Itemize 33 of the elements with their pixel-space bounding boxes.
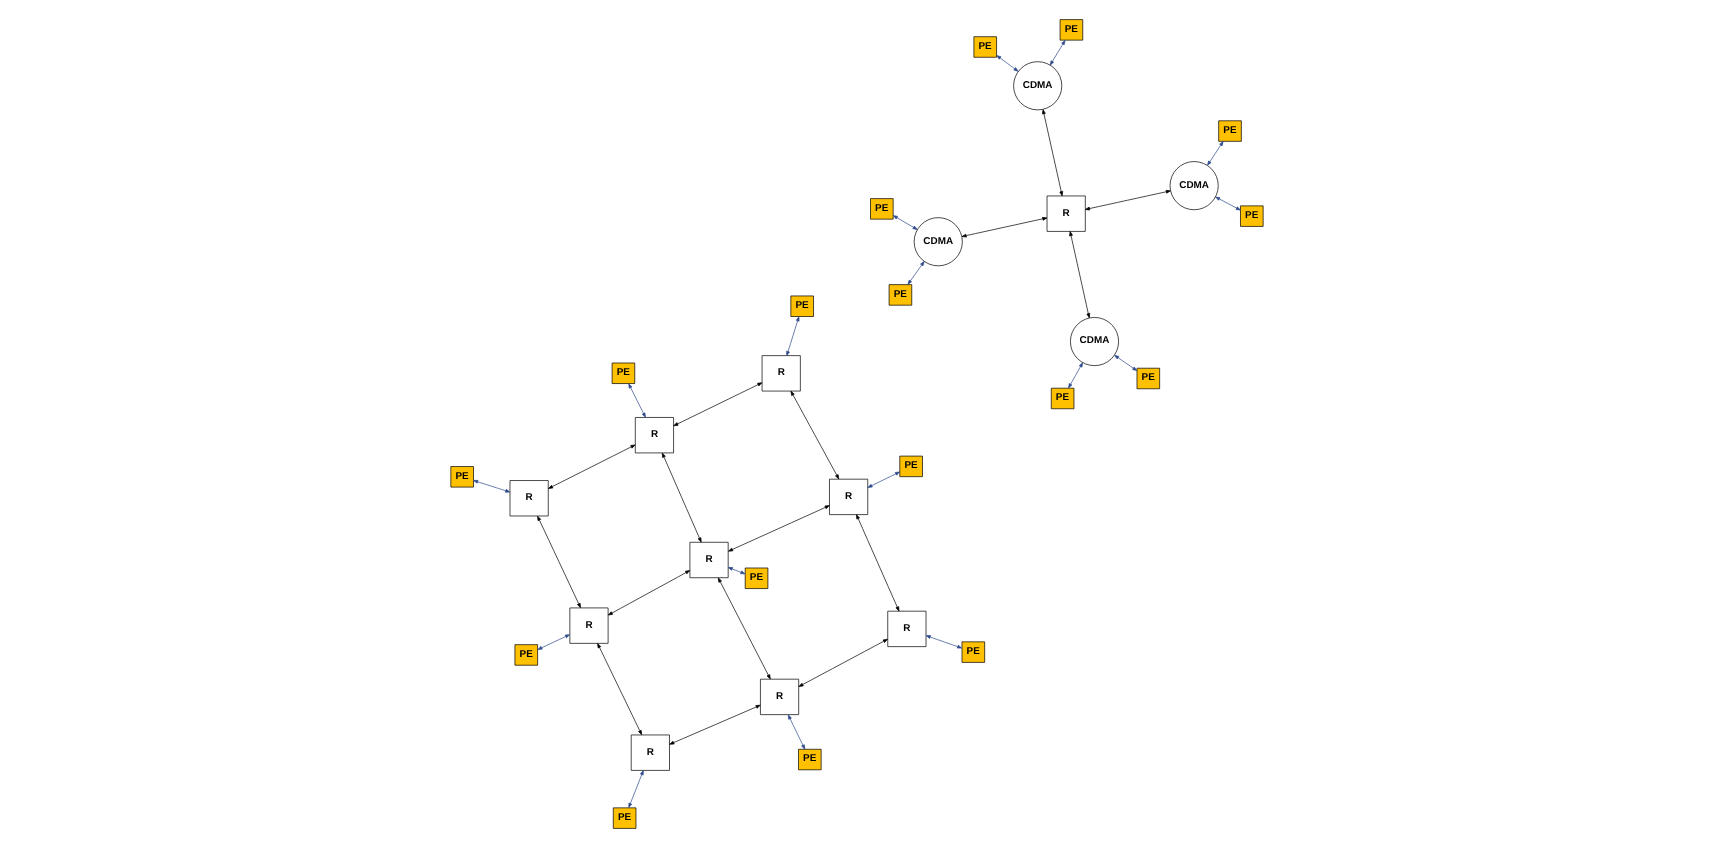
arrow (867, 471, 901, 488)
arrow (1049, 40, 1066, 66)
arrow (628, 770, 644, 808)
arrow (790, 390, 840, 480)
arrow (787, 714, 806, 750)
arrow (607, 570, 691, 616)
arrow (727, 567, 746, 575)
arrow (473, 480, 511, 493)
arrow (669, 704, 761, 745)
arrow (1215, 196, 1241, 211)
arrow (907, 261, 925, 285)
arrow (798, 638, 888, 687)
arrow (1042, 109, 1064, 197)
arrow (1084, 189, 1171, 211)
arrow (1114, 354, 1138, 371)
arrow (537, 515, 581, 608)
arrow (892, 215, 918, 230)
arrow (1207, 141, 1224, 166)
arrow (597, 643, 643, 736)
arrow (1069, 231, 1091, 319)
arrow (925, 635, 963, 649)
arrow (786, 316, 800, 356)
arrow (673, 382, 763, 427)
arrow (628, 383, 646, 418)
arrow (661, 452, 702, 543)
arrow (548, 444, 636, 489)
arrow (961, 217, 1048, 238)
arrow (537, 634, 571, 650)
arrow (856, 514, 900, 612)
arrow (717, 577, 771, 680)
arrow (1068, 362, 1083, 389)
arrow (728, 505, 830, 552)
arrow (996, 55, 1019, 72)
